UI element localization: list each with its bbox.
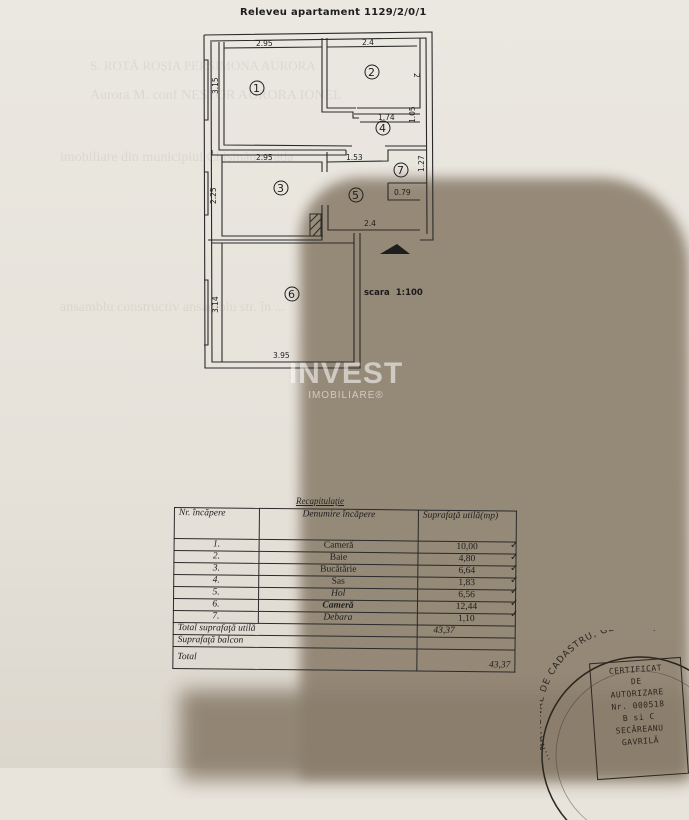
room-number: 2 bbox=[368, 66, 375, 79]
svg-text:2.4: 2.4 bbox=[362, 38, 374, 47]
column-header: Suprafaţă utilă(mp) bbox=[418, 510, 517, 543]
room-number: 3 bbox=[277, 182, 284, 195]
table-header-row: Nr. încăpere Denumire încăpere Suprafaţă… bbox=[174, 507, 517, 543]
room-number: 1 bbox=[253, 82, 260, 95]
official-stamp: ...NATIONAL DE CADASTRU, GEODEZ... bbox=[540, 630, 689, 820]
entrance-arrow-icon bbox=[380, 244, 410, 254]
document-title: Releveu apartament 1129/2/0/1 bbox=[240, 7, 427, 18]
room-number: 7 bbox=[397, 164, 404, 177]
svg-text:2.95: 2.95 bbox=[256, 39, 273, 48]
check-mark-icon: ✓ bbox=[510, 586, 519, 597]
watermark-subtitle: IMOBILIARE® bbox=[308, 390, 384, 401]
svg-text:1.74: 1.74 bbox=[378, 113, 395, 122]
photo-shadow bbox=[180, 690, 689, 780]
floor-plan: 2.95 2.4 2 3.15 1.74 1.05 2.95 1.53 2.25… bbox=[203, 31, 434, 369]
room-number: 6 bbox=[288, 288, 295, 301]
summary-table: Nr. încăpere Denumire încăpere Suprafaţă… bbox=[172, 507, 517, 673]
room-number: 4 bbox=[379, 122, 386, 135]
stamp-text: CERTIFICAT DE AUTORIZARE Nr. 000518 B si… bbox=[608, 663, 665, 748]
svg-text:2.25: 2.25 bbox=[209, 187, 218, 204]
svg-text:2: 2 bbox=[412, 73, 421, 78]
bleed-through-text: ansamblu constructiv ansamblu str. în ..… bbox=[60, 300, 286, 315]
svg-text:0.79: 0.79 bbox=[394, 188, 411, 197]
svg-text:1.05: 1.05 bbox=[408, 106, 417, 123]
check-mark-icon: ✓ bbox=[510, 574, 519, 586]
svg-text:2.95: 2.95 bbox=[256, 153, 273, 162]
check-mark-icon: ✓ bbox=[510, 609, 519, 620]
summary-table-title: Recapitulaţie bbox=[296, 496, 344, 506]
check-mark-icon: ✓ bbox=[510, 540, 519, 551]
bleed-through-text: imobiliare din municipiul Chișinău strad… bbox=[60, 150, 294, 165]
svg-text:2.4: 2.4 bbox=[364, 219, 376, 228]
watermark: INVEST IMOBILIARE® bbox=[276, 358, 416, 402]
svg-text:3.14: 3.14 bbox=[211, 296, 220, 313]
svg-text:3.15: 3.15 bbox=[211, 77, 220, 94]
svg-text:1.27: 1.27 bbox=[417, 155, 426, 172]
column-header: Nr. încăpere bbox=[174, 507, 260, 540]
svg-text:1.53: 1.53 bbox=[346, 153, 363, 162]
check-marks: ✓ ✓ ✓ ✓ ✓ ✓ ✓ bbox=[510, 540, 518, 621]
table-total-row: Total 43,37 bbox=[172, 646, 516, 673]
photo-shadow bbox=[300, 178, 689, 778]
watermark-brand: INVEST bbox=[288, 357, 404, 390]
bleed-through-text: S. ROTĂ ROȘIA PERSIMONA AURORA bbox=[90, 58, 316, 73]
room-number: 5 bbox=[352, 189, 359, 202]
check-mark-icon: ✓ bbox=[510, 551, 519, 563]
bleed-through-text: Aurora M. conf NESTOR AURORA IONEL bbox=[90, 88, 342, 103]
column-header: Denumire încăpere bbox=[259, 508, 419, 542]
check-mark-icon: ✓ bbox=[510, 597, 519, 609]
check-mark-icon: ✓ bbox=[510, 563, 519, 574]
svg-text:3.95: 3.95 bbox=[273, 351, 290, 360]
